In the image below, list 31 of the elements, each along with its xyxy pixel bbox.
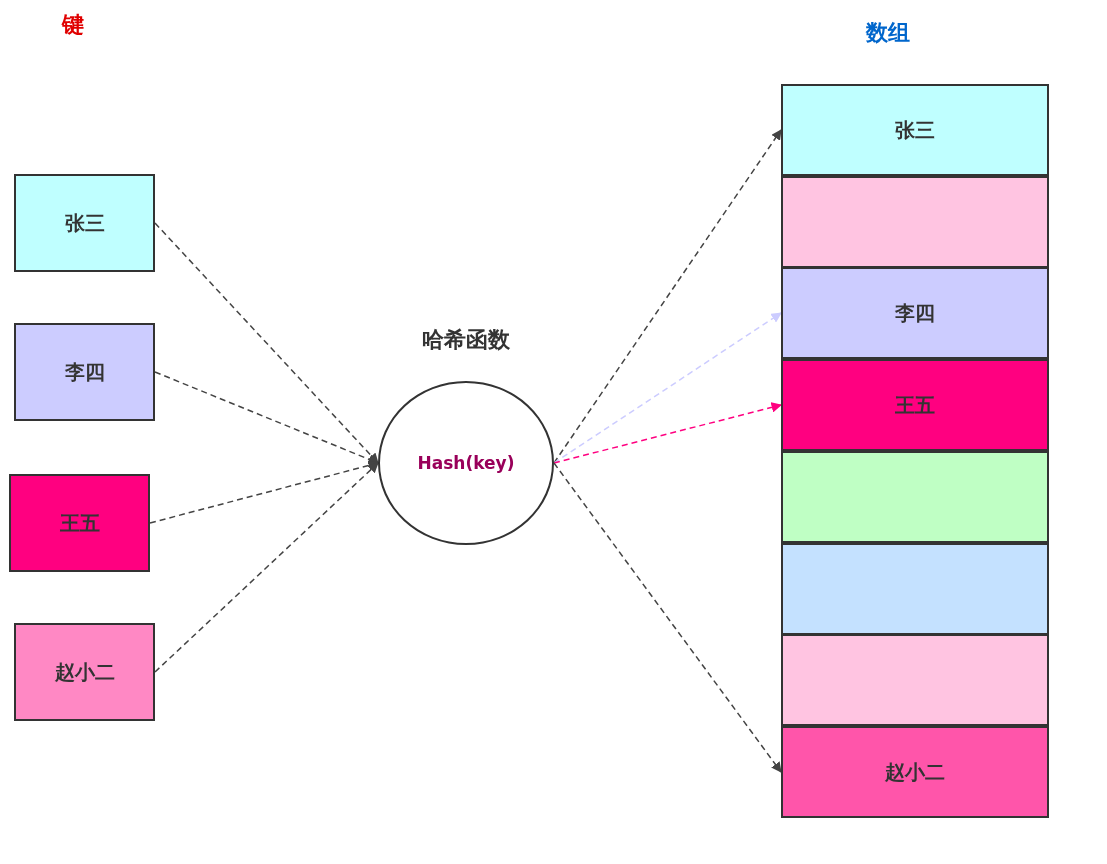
dashed-arrow	[553, 402, 782, 464]
name-text: 赵小二	[54, 658, 115, 686]
dashed-arrow	[553, 312, 782, 464]
key-box	[14, 623, 155, 721]
function-label: Hash(key)	[417, 453, 515, 473]
name-text: 张三	[895, 116, 935, 144]
array-heading: 数组	[866, 19, 910, 47]
name-text: 李四	[895, 299, 935, 327]
function-heading: 哈希函数	[421, 326, 511, 354]
array-slot	[781, 359, 1049, 451]
name-text: 王五	[59, 509, 100, 537]
name-text: 李四	[64, 358, 105, 386]
name-text: 张三	[64, 209, 105, 237]
array-slot	[781, 726, 1049, 818]
key-box	[9, 474, 150, 572]
array-slot	[781, 84, 1049, 176]
dashed-arrow	[154, 222, 379, 464]
array-slot	[781, 176, 1049, 268]
array-slot	[781, 634, 1049, 726]
dashed-arrow	[149, 460, 379, 524]
dashed-arrow	[553, 129, 782, 464]
key-box	[14, 174, 155, 272]
dashed-arrow	[154, 462, 379, 673]
array-slot	[781, 267, 1049, 359]
dashed-arrow	[553, 462, 782, 773]
keys-heading: 键	[62, 11, 84, 39]
array-slot	[781, 543, 1049, 635]
name-text: 王五	[895, 391, 935, 419]
key-box	[14, 323, 155, 421]
name-text: 赵小二	[885, 758, 945, 786]
array-slot	[781, 451, 1049, 543]
